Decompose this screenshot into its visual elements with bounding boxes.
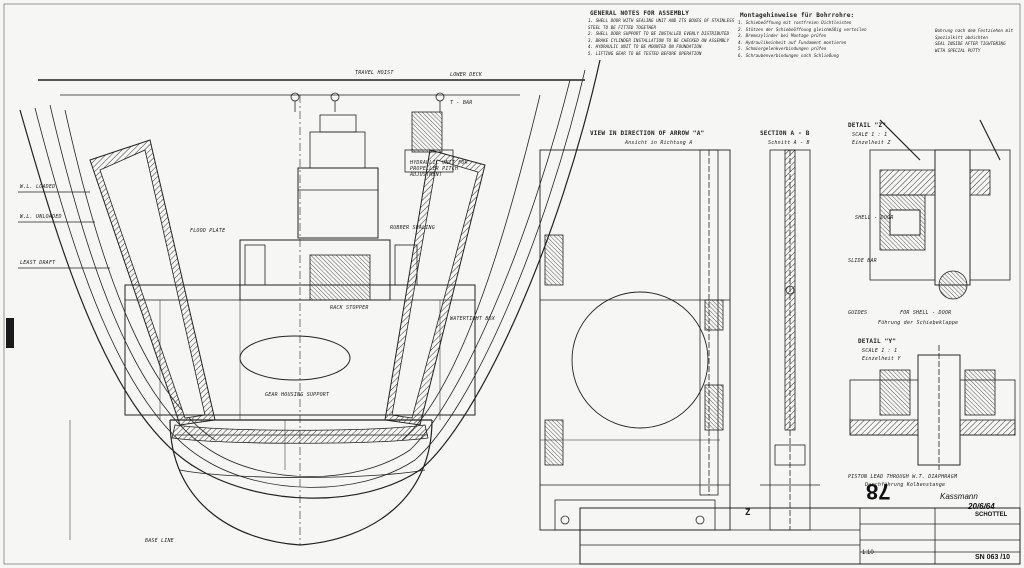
label-piston-lead: PISTON LEAD THROUGH W.T. DIAPHRAGM xyxy=(848,474,958,480)
signature: Kassmann xyxy=(940,492,978,501)
general-notes: 1. SHELL DOOR WITH SEALING UNIT AND ITS … xyxy=(588,18,738,58)
label-piston-lead-de: Durchführung Kolbenstange xyxy=(865,482,946,488)
label-guides: GUIDES xyxy=(848,310,868,316)
label-wl-loaded: W.L. LOADED xyxy=(20,184,56,190)
drawing-big-number: 78 xyxy=(866,479,891,504)
company-name: SCHOTTEL xyxy=(975,512,1008,518)
view-a-title-de: Ansicht in Richtung A xyxy=(625,140,693,146)
main-hull-section xyxy=(18,59,601,546)
german-note-4: 4. Hydraulikeinheit auf Fundament montie… xyxy=(738,39,847,45)
general-note-5: 5. LIFTING GEAR TO BE TESTED BEFORE OPER… xyxy=(588,50,702,56)
view-a-title: VIEW IN DIRECTION OF ARROW "A" xyxy=(590,130,705,137)
section-ab-title: SECTION A - B xyxy=(760,130,810,137)
german-note-1: 1. Schiebeöffnung mit rostfreien Dichtle… xyxy=(738,20,852,25)
side-note-1: Bohrung nach dem Festziehen mit Spezialk… xyxy=(935,28,1014,40)
german-note-6: 6. Schraubenverbindungen nach Schließung xyxy=(738,52,839,58)
label-watertight-box: WATERTIGHT BOX xyxy=(450,316,495,322)
label-shell-door: SHELL - DOOR xyxy=(855,215,894,221)
german-note-2: 2. Stützen der Schiebeöffnung gleichmäßi… xyxy=(738,26,867,32)
view-direction-a xyxy=(539,149,731,531)
section-ab-title-de: Schnitt A - B xyxy=(768,140,810,146)
label-base-line: BASE LINE xyxy=(145,538,174,544)
detail-y-scale: SCALE 1 : 1 xyxy=(862,348,898,354)
label-slide-bar: SLIDE BAR xyxy=(848,258,877,264)
drawing-number: SN 063 /10 xyxy=(975,554,1011,561)
label-flood-plate: FLOOD PLATE xyxy=(190,228,226,234)
german-notes-title: Montagehinweise für Bohrrohre: xyxy=(740,12,855,19)
german-notes: 1. Schiebeöffnung mit rostfreien Dichtle… xyxy=(738,20,908,60)
sheet-border xyxy=(3,3,1021,565)
title-block-frame xyxy=(579,507,1021,565)
label-for-shell-door-de: Führung der Schiebeklappe xyxy=(878,320,959,326)
detail-z xyxy=(869,119,1011,300)
detail-z-title: DETAIL "Z" xyxy=(848,122,887,129)
label-rubber-sealing: RUBBER SEALING xyxy=(390,225,435,231)
side-note-2: SEAL INSIDE AFTER TIGHTENING WITH SPECIA… xyxy=(935,41,1006,53)
general-note-2: 2. SHELL DOOR SUPPORT TO BE INSTALLED EV… xyxy=(588,31,730,37)
label-t-bar: T - BAR xyxy=(450,100,473,106)
general-note-1: 1. SHELL DOOR WITH SEALING UNIT AND ITS … xyxy=(588,18,735,30)
general-note-4: 4. HYDRAULIC UNIT TO BE MOUNTED ON FOUND… xyxy=(588,44,702,50)
label-least-draft: LEAST DRAFT xyxy=(20,260,56,266)
label-rack-stopper: RACK STOPPER xyxy=(330,305,369,311)
label-for-shell-door: FOR SHELL - DOOR xyxy=(900,310,952,316)
section-a-b xyxy=(760,149,820,531)
label-hydraulic-unit: HYDRAULIC UNIT FOR PROPELLER PITCH ADJUS… xyxy=(410,160,468,178)
detail-y-title: DETAIL "Y" xyxy=(858,338,897,345)
german-note-3: 3. Bremszylinder bei Montage prüfen xyxy=(738,33,827,39)
label-travel-hoist: TRAVEL HOIST xyxy=(355,70,394,76)
label-gear-housing-support: GEAR HOUSING SUPPORT xyxy=(265,392,330,398)
detail-z-scale: SCALE 1 : 1 xyxy=(852,132,888,138)
side-notes: Bohrung nach dem Festziehen mit Spezialk… xyxy=(935,28,1015,54)
detail-y xyxy=(849,345,1016,470)
german-note-5: 5. Schmiergelenkverbindungen prüfen xyxy=(738,46,827,52)
general-note-3: 3. BRAKE CYLINDER INSTALLATION TO BE CHE… xyxy=(588,37,730,43)
label-wl-unloaded: W.L. UNLOADED xyxy=(20,214,62,220)
left-edge-mark xyxy=(6,318,14,348)
label-z-mark: Z xyxy=(745,508,751,518)
detail-z-de: Einzelheit Z xyxy=(852,140,891,146)
general-notes-title: GENERAL NOTES FOR ASSEMBLY xyxy=(590,10,690,17)
drawing-scale: 1:10 xyxy=(862,550,874,556)
label-lower-deck: LOWER DECK xyxy=(450,72,483,78)
drawing-date: 20/6/64 xyxy=(968,502,995,511)
detail-y-de: Einzelheit Y xyxy=(862,356,901,362)
